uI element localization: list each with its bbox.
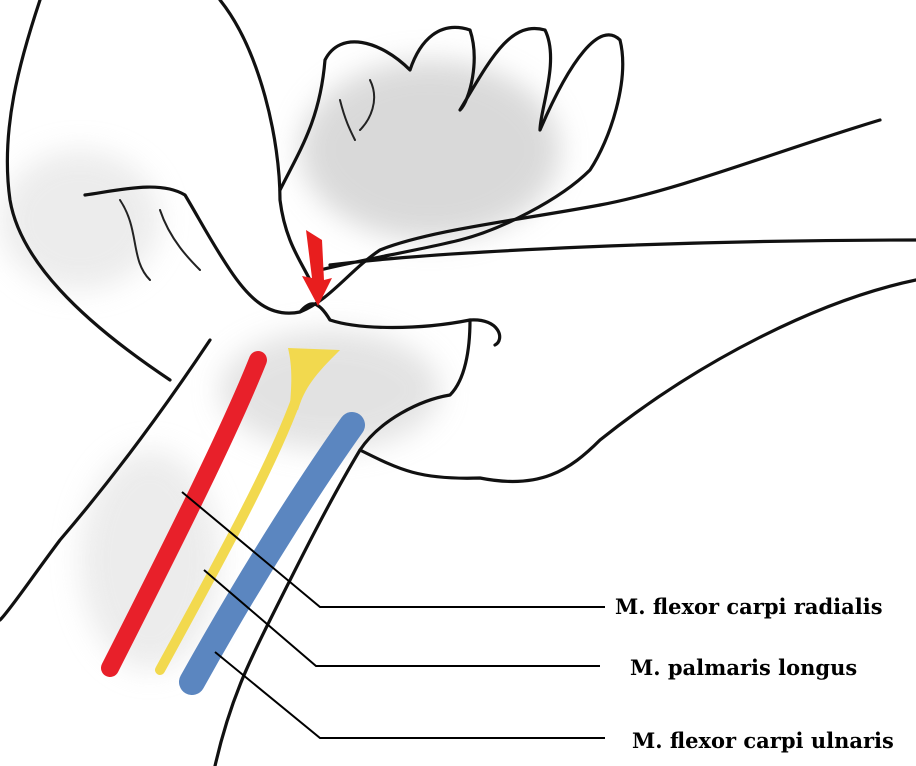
label-flexor-carpi-ulnaris: M. flexor carpi ulnaris: [632, 728, 894, 753]
leader-line-radialis: [181, 491, 605, 608]
label-flexor-carpi-radialis: M. flexor carpi radialis: [615, 594, 883, 619]
shading: [0, 60, 560, 670]
leader-lines: [181, 491, 605, 739]
flexor-carpi-ulnaris-tendon: [179, 412, 365, 695]
tendons: [101, 348, 365, 695]
patient-hand-outline: [278, 25, 916, 484]
palmaris-longus-tendon: [155, 395, 301, 675]
leader-line-ulnaris: [214, 651, 605, 739]
examiner-hand-outline: [5, 0, 602, 382]
palmaris-longus-fan: [288, 348, 340, 410]
leader-line-palmaris: [203, 569, 600, 667]
forearm-outline: [0, 338, 362, 766]
flexor-carpi-radialis-tendon: [101, 351, 267, 677]
label-palmaris-longus: M. palmaris longus: [630, 655, 857, 680]
palpation-arrow-icon: [302, 230, 332, 306]
finger-creases: [119, 79, 376, 281]
